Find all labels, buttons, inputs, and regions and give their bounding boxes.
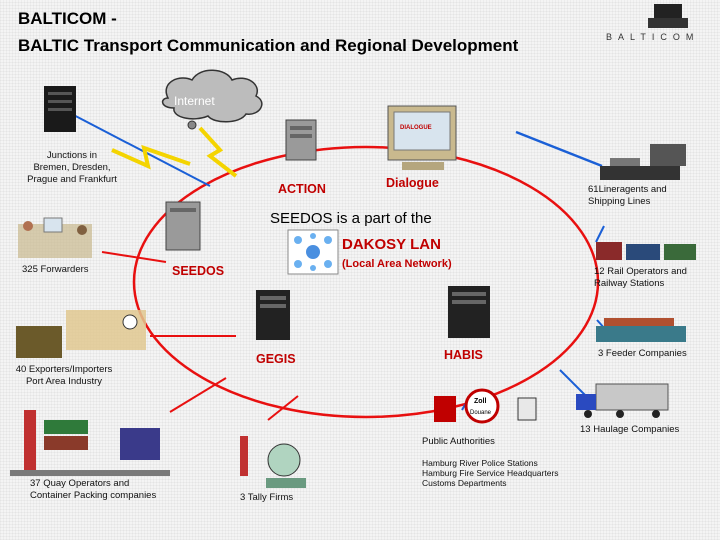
authority-item-1: Hamburg River Police Stations	[422, 458, 538, 468]
seedos-part-text: SEEDOS is a part of the	[270, 210, 432, 227]
quay-label: 37 Quay Operators and Container Packing …	[30, 478, 156, 502]
link-haulage	[559, 369, 589, 399]
page-title-line1: BALTICOM -	[18, 9, 117, 28]
exporters-line2: Port Area Industry	[25, 376, 103, 387]
public-authorities-label: Public Authorities	[422, 436, 495, 447]
authority-item-2: Hamburg Fire Service Headquarters	[422, 468, 559, 478]
link-rail	[595, 225, 605, 243]
tally-scale-icon	[240, 436, 306, 488]
monitor-screen-text: DIALOGUE	[400, 125, 432, 131]
dialogue-label: Dialogue	[386, 176, 439, 190]
lan-note-label: (Local Area Network)	[342, 258, 452, 270]
liner-line2: Shipping Lines	[588, 196, 651, 207]
seedos-server-icon	[165, 201, 201, 251]
liner-line1: 61Lineragents and	[588, 184, 667, 195]
quay-cranes-icon	[10, 410, 170, 476]
authorities-list: Hamburg River Police Stations Hamburg Fi…	[422, 458, 559, 488]
tally-label: 3 Tally Firms	[240, 492, 294, 503]
port-goods-icon	[16, 310, 146, 358]
link-forwarders	[101, 251, 167, 263]
zoll-sign-bottom: Douane	[470, 410, 492, 416]
junctions-label: Junctions in Bremen, Dresden, Prague and…	[24, 150, 120, 186]
balticom-logo-icon	[648, 4, 688, 28]
zoll-sign-top: Zoll	[474, 398, 487, 405]
dakosy-lan-label: DAKOSY LAN	[342, 236, 441, 253]
junctions-line3: Prague and Frankfurt	[27, 174, 117, 185]
rail-line2: Railway Stations	[594, 278, 665, 289]
action-label: ACTION	[278, 182, 326, 196]
lan-ring	[132, 145, 600, 419]
internet-cloud	[161, 69, 263, 130]
link-quay	[169, 377, 227, 413]
feeder-label: 3 Feeder Companies	[598, 348, 687, 359]
office-workers-icon	[18, 217, 92, 258]
page-title-line2: BALTIC Transport Communication and Regio…	[18, 36, 519, 55]
rail-label: 12 Rail Operators and Railway Stations	[594, 266, 687, 290]
authority-emblems-icon	[434, 388, 537, 424]
link-tally	[267, 395, 299, 421]
quay-line1: 37 Quay Operators and	[30, 478, 130, 489]
gegis-label: GEGIS	[256, 352, 296, 366]
exporters-label: 40 Exporters/Importers Port Area Industr…	[8, 364, 120, 388]
rail-line1: 12 Rail Operators and	[594, 266, 687, 277]
feeder-ship-icon	[596, 318, 686, 342]
gegis-server-icon	[256, 290, 290, 340]
lightning-right	[198, 126, 238, 178]
junctions-line1: Junctions in	[46, 150, 98, 161]
habis-server-icon	[448, 286, 490, 338]
link-junctions	[63, 109, 211, 187]
habis-label: HABIS	[444, 348, 483, 362]
server-tower-icon	[44, 86, 76, 132]
internet-label: Internet	[174, 94, 215, 108]
dialogue-monitor-icon	[387, 105, 457, 170]
junctions-line2: Bremen, Dresden,	[33, 162, 111, 173]
dakosy-server-icon	[285, 119, 317, 161]
lightning-left	[111, 144, 191, 170]
haulage-truck-icon	[576, 383, 669, 418]
seedos-label: SEEDOS	[172, 264, 225, 278]
quay-line2: Container Packing companies	[30, 490, 157, 501]
haulage-label: 13 Haulage Companies	[580, 424, 680, 435]
lan-network-icon	[287, 229, 339, 275]
liner-label: 61Lineragents and Shipping Lines	[588, 184, 667, 208]
link-liner	[515, 130, 603, 168]
authority-item-3: Customs Departments	[422, 478, 507, 488]
logo-text: BALTICOM	[606, 32, 700, 42]
exporters-line1: 40 Exporters/Importers	[15, 364, 113, 375]
rail-train-icon	[596, 242, 696, 260]
forwarders-label: 325 Forwarders	[22, 264, 89, 275]
liner-ship-icon	[600, 144, 686, 180]
